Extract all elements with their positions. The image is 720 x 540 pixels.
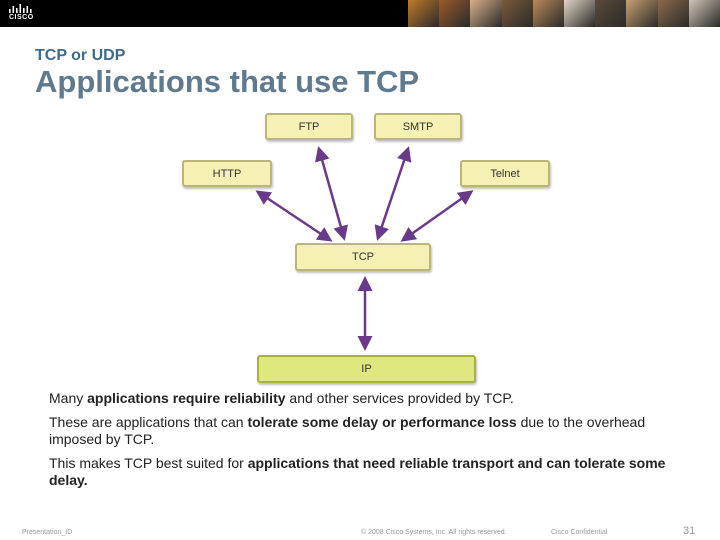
node-http: HTTP [182, 160, 272, 187]
paragraph-reliability: Many applications require reliability an… [49, 390, 514, 406]
arrow-ftp-tcp [315, 146, 348, 241]
footer-confidential: Cisco Confidential [551, 529, 608, 536]
top-banner: CISCO [0, 0, 720, 27]
banner-photo [470, 0, 502, 27]
paragraph-delay: These are applications that can tolerate… [49, 414, 646, 447]
footer-copyright: © 2008 Cisco Systems, Inc. All rights re… [361, 529, 507, 536]
node-ftp: FTP [265, 113, 353, 140]
arrow-telnet-tcp [400, 190, 474, 242]
node-ip: IP [257, 355, 476, 383]
banner-photo [595, 0, 627, 27]
banner-photo [564, 0, 596, 27]
emphasis-best-suited: applications that need reliable transpor… [49, 455, 666, 488]
banner-photo [657, 0, 689, 27]
arrow-http-tcp [255, 190, 333, 242]
banner-photo [626, 0, 658, 27]
cisco-logo-icon [9, 4, 32, 13]
page-title: Applications that use TCP [35, 64, 420, 99]
paragraph-best-suited: This makes TCP best suited for applicati… [49, 455, 666, 488]
page-number: 31 [683, 525, 696, 537]
arrow-smtp-tcp [374, 146, 412, 241]
banner-photo [532, 0, 565, 27]
section-heading: TCP or UDP [35, 47, 126, 64]
logo-word: CISCO [9, 14, 34, 21]
emphasis-delay: tolerate some delay or performance loss [247, 414, 517, 430]
banner-photo [439, 0, 471, 27]
node-tcp: TCP [295, 243, 431, 271]
banner-photo [408, 0, 440, 27]
banner-photo [501, 0, 533, 27]
emphasis-reliability: applications require reliability [87, 390, 286, 406]
footer-presentation-id: Presentation_ID [22, 529, 73, 536]
photo-strip [408, 0, 720, 27]
body-text: Many applications require reliability an… [49, 390, 679, 496]
banner-photo [688, 0, 720, 27]
node-telnet: Telnet [460, 160, 550, 187]
node-smtp: SMTP [374, 113, 462, 140]
